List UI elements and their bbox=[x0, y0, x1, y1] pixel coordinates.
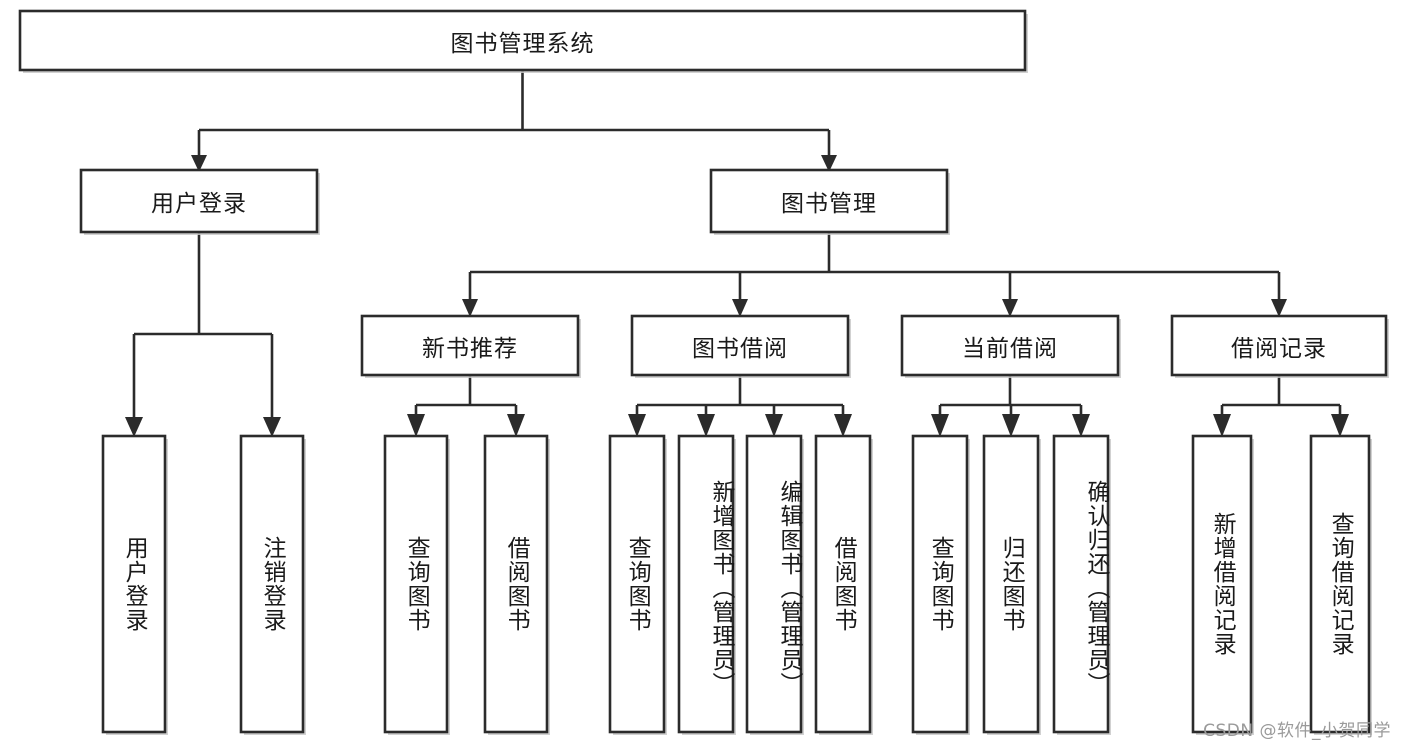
leaf-box-query-book-borrow[interactable] bbox=[608, 434, 666, 734]
connector-currentborrow-to-leaves bbox=[931, 375, 1090, 437]
leaf-box-user-login[interactable] bbox=[101, 434, 167, 734]
node-box-book-management[interactable] bbox=[709, 168, 949, 234]
connector-newbook-to-leaves bbox=[407, 375, 525, 437]
leaf-box-borrow-book[interactable] bbox=[814, 434, 872, 734]
root-node-box[interactable] bbox=[18, 9, 1027, 72]
leaf-box-query-book-current[interactable] bbox=[911, 434, 969, 734]
leaf-box-edit-book-admin[interactable] bbox=[745, 434, 803, 734]
node-box-book-borrow[interactable] bbox=[630, 314, 850, 377]
leaf-box-query-book-rec[interactable] bbox=[383, 434, 449, 734]
node-box-user-login[interactable] bbox=[79, 168, 319, 234]
leaf-box-return-book[interactable] bbox=[982, 434, 1040, 734]
leaf-box-borrow-book-rec[interactable] bbox=[483, 434, 549, 734]
node-box-current-borrow[interactable] bbox=[900, 314, 1120, 377]
leaf-box-add-borrow-record[interactable] bbox=[1191, 434, 1253, 734]
node-box-new-book-recommend[interactable] bbox=[360, 314, 580, 377]
leaf-box-confirm-return-admin[interactable] bbox=[1052, 434, 1110, 734]
connector-bookborrow-to-leaves bbox=[628, 375, 852, 437]
leaf-box-logout[interactable] bbox=[239, 434, 305, 734]
connector-bookmgmt-to-level3 bbox=[462, 232, 1287, 317]
connector-root-to-level2 bbox=[191, 70, 837, 172]
leaf-box-query-borrow-record[interactable] bbox=[1309, 434, 1371, 734]
connector-userlogin-to-leaves bbox=[125, 232, 281, 437]
leaf-box-add-book-admin[interactable] bbox=[677, 434, 735, 734]
node-box-borrow-record[interactable] bbox=[1170, 314, 1388, 377]
connector-borrowrecord-to-leaves bbox=[1213, 375, 1349, 437]
